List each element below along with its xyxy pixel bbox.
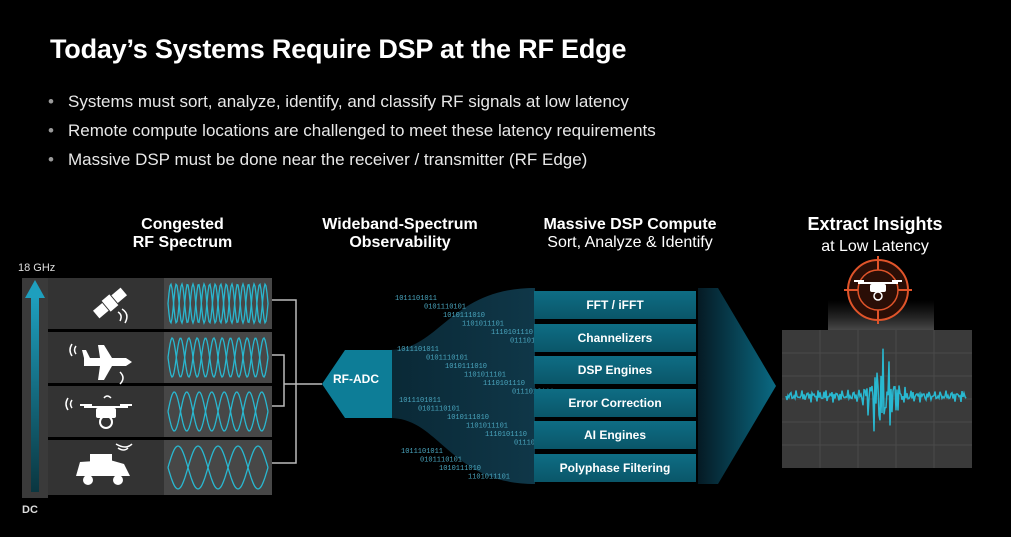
binary-digits: 0111010111 [512, 389, 554, 397]
binary-stream: 1011101011010111010110101110101101011101… [395, 295, 556, 482]
target-reticle-icon [844, 256, 912, 324]
binary-digits: 1101011101 [462, 321, 504, 329]
binary-digits: 0101110101 [424, 304, 466, 312]
dsp-item-ai-engines: AI Engines [534, 421, 696, 449]
binary-digits: 1011101011 [397, 346, 439, 354]
frequency-arrow-head [25, 280, 45, 298]
binary-digits: 0101110101 [418, 406, 460, 414]
drone-icon [65, 395, 132, 429]
spectrum-wave [167, 391, 269, 432]
binary-digits: 1010111010 [447, 414, 489, 422]
connector-lines [272, 299, 322, 464]
dsp-item-channelizers: Channelizers [534, 323, 696, 352]
axis-bottom-label: DC [22, 504, 38, 516]
bullet-item: •Systems must sort, analyze, identify, a… [48, 92, 629, 111]
binary-digits: 1010111010 [439, 465, 481, 473]
spectrum-waves [167, 281, 269, 490]
binary-digits: 0111010111 [510, 338, 552, 346]
binary-digits: 1101011101 [464, 372, 506, 380]
satellite-icon [92, 287, 128, 324]
binary-digits: 1101011101 [468, 474, 510, 482]
spectrum-wave [167, 445, 269, 490]
output-arrow [698, 288, 776, 484]
rf-adc-block [322, 350, 392, 418]
dsp-item-fft: FFT / iFFT [534, 291, 696, 319]
frequency-arrow-shaft [31, 296, 39, 492]
drone-icon [854, 280, 902, 301]
rf-adc-label: RF-ADC [333, 372, 379, 386]
spectrum-wave [167, 336, 269, 379]
dsp-item-error-correction: Error Correction [534, 388, 696, 417]
bullet-item: •Remote compute locations are challenged… [48, 121, 656, 140]
binary-digits: 1010111010 [445, 363, 487, 371]
slide-title: Today’s Systems Require DSP at the RF Ed… [50, 34, 627, 64]
binary-digits: 1110101110 [483, 380, 525, 388]
bullet-dot: • [48, 121, 54, 140]
bullet-dot: • [48, 150, 54, 169]
dsp-item-dsp-engines: DSP Engines [534, 356, 696, 384]
binary-digits: 0101110101 [426, 355, 468, 363]
binary-digits: 1101011101 [466, 423, 508, 431]
binary-digits: 1011101011 [399, 397, 441, 405]
bullet-list: •Systems must sort, analyze, identify, a… [48, 91, 656, 178]
detected-signal-waveform [785, 348, 967, 432]
bullet-dot: • [48, 92, 54, 111]
data-funnel [390, 288, 535, 484]
binary-digits: 1011101011 [395, 295, 437, 303]
vehicle-icon [76, 443, 133, 485]
dsp-item-polyphase-filtering: Polyphase Filtering [534, 453, 696, 482]
bullet-item: •Massive DSP must be done near the recei… [48, 150, 588, 169]
binary-digits: 1011101011 [401, 448, 443, 456]
binary-digits: 1110101110 [485, 431, 527, 439]
spectrum-wave [167, 281, 269, 326]
spectrum-wave [167, 445, 269, 490]
jet-icon [69, 343, 132, 385]
binary-digits: 0101110101 [420, 457, 462, 465]
binary-digits: 1110101110 [491, 329, 533, 337]
binary-digits: 1010111010 [443, 312, 485, 320]
axis-top-label: 18 GHz [18, 262, 56, 274]
